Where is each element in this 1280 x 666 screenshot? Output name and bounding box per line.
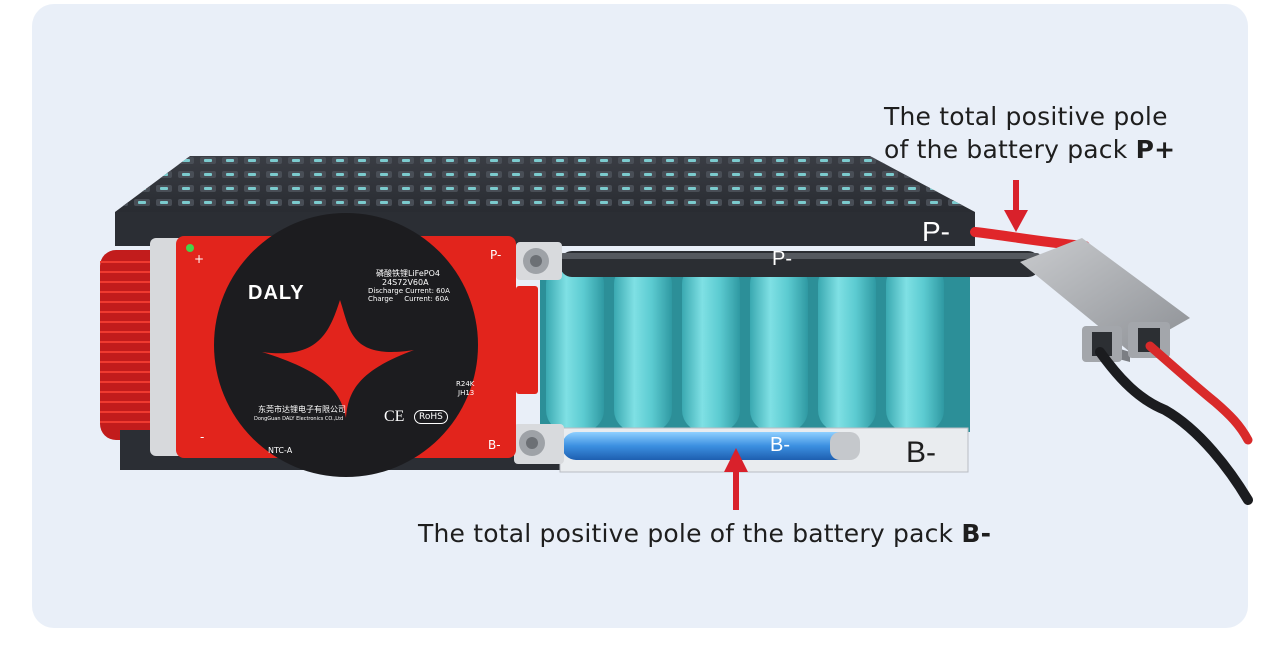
tray-b-minus-label: B-: [906, 436, 936, 469]
positive-callout-line1: The total positive pole: [884, 102, 1168, 131]
red-probe-wire: [1145, 341, 1253, 445]
arrow-to-p-plus: [1004, 180, 1028, 232]
negative-callout-strong: B-: [961, 519, 992, 548]
bms-b-minus-label: B-: [488, 438, 501, 452]
bms-company-cn: 东莞市达锂电子有限公司: [258, 405, 346, 414]
top-plate-p-minus-label: P-: [922, 216, 950, 247]
battery-top-plate: [115, 156, 975, 246]
bms-plus-label: +: [194, 252, 205, 266]
bms-board: [150, 213, 538, 477]
bms-code2: JH13: [458, 389, 475, 397]
bms-ce-mark: CE: [384, 408, 405, 425]
bms-minus-label: -: [200, 430, 205, 444]
p-minus-cable: [560, 251, 1040, 277]
negative-pole-callout: The total positive pole of the battery p…: [418, 517, 991, 550]
positive-pole-callout: The total positive pole of the battery p…: [884, 100, 1175, 166]
b-minus-blue-cable: [562, 432, 860, 460]
cable-b-minus-label: B-: [770, 434, 790, 456]
bms-p-minus-label: P-: [490, 248, 502, 262]
bms-rohs-mark: RoHS: [414, 410, 448, 424]
cable-p-minus-label: P-: [772, 248, 792, 270]
bms-ntc-label: NTC-A: [268, 446, 293, 455]
positive-callout-text: of the battery pack: [884, 135, 1136, 164]
bms-model: 24S72V60A: [382, 278, 429, 287]
bms-chinese-title: 磷酸铁锂LiFePO4: [376, 269, 440, 278]
bms-charge: Charge Current: 60A: [368, 295, 449, 303]
terminal-screws: [514, 242, 564, 464]
bms-brand-logo: DALY: [248, 282, 305, 304]
battery-cells: [540, 262, 970, 432]
bms-discharge: Discharge Current: 60A: [368, 287, 450, 295]
black-probe-wire: [1095, 347, 1253, 505]
arrow-to-b-minus: [724, 448, 748, 510]
anderson-connector: [1020, 238, 1190, 362]
positive-callout-line2: of the battery pack P+: [884, 133, 1175, 166]
bms-code1: R24K: [456, 380, 475, 388]
negative-callout-text: The total positive pole of the battery p…: [418, 519, 962, 548]
positive-callout-strong: P+: [1135, 135, 1176, 164]
bms-company-en: DongGuan DALY Electronics CO.,Ltd: [254, 416, 344, 422]
